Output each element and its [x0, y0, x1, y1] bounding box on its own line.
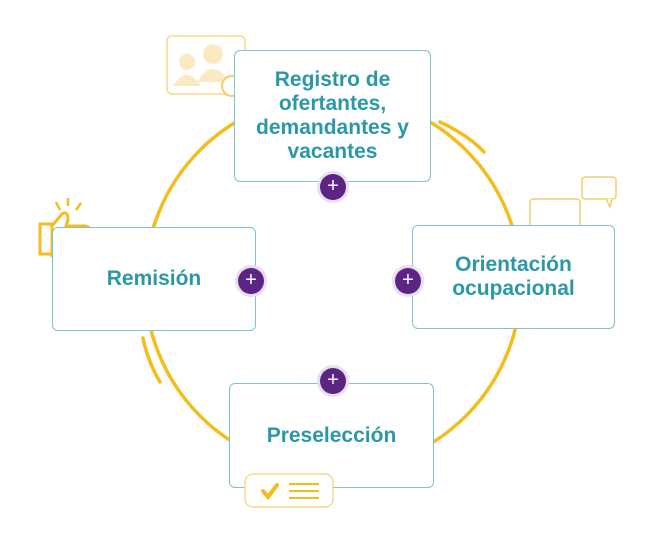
step-orientacion[interactable]: Orientación ocupacional	[412, 225, 615, 329]
expand-registro-button[interactable]: +	[320, 174, 346, 200]
expand-preseleccion-button[interactable]: +	[320, 368, 346, 394]
step-registro[interactable]: Registro de ofertantes, demandantes y va…	[234, 50, 431, 182]
step-label: Remisión	[106, 267, 202, 290]
step-label: Registro de ofertantes, demandantes y va…	[256, 68, 409, 163]
step-label: Preselección	[266, 423, 397, 447]
expand-remision-button[interactable]: +	[238, 268, 264, 294]
step-label: Orientación ocupacional	[452, 253, 575, 300]
expand-orientacion-button[interactable]: +	[395, 268, 421, 294]
step-remision[interactable]: Remisión	[52, 227, 256, 331]
checklist-icon	[244, 473, 334, 508]
